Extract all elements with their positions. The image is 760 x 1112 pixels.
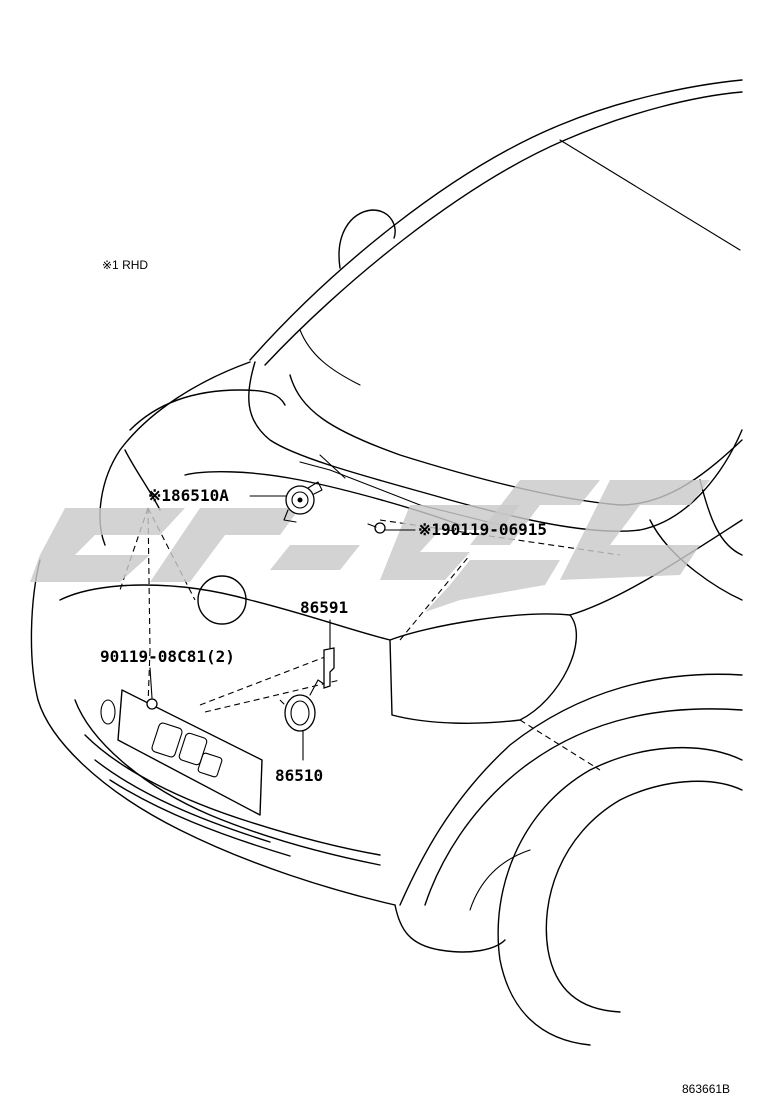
bolt-upper-part	[367, 522, 416, 534]
part-label-86510A: ※186510A	[148, 486, 229, 505]
part-label-86591: 86591	[300, 598, 348, 617]
bolt-lower-part	[146, 667, 158, 710]
bracket-part	[323, 619, 335, 689]
horn-lower-part	[284, 679, 325, 761]
figure-code: 863661B	[682, 1082, 730, 1096]
rhd-note: ※1 RHD	[102, 258, 148, 272]
part-label-90119-06915: ※190119-06915	[418, 520, 547, 539]
horn-upper-part	[283, 481, 323, 523]
part-label-86510: 86510	[275, 766, 323, 785]
part-label-90119-08C81: 90119-08C81(2)	[100, 647, 235, 666]
watermark-logo	[30, 480, 710, 612]
